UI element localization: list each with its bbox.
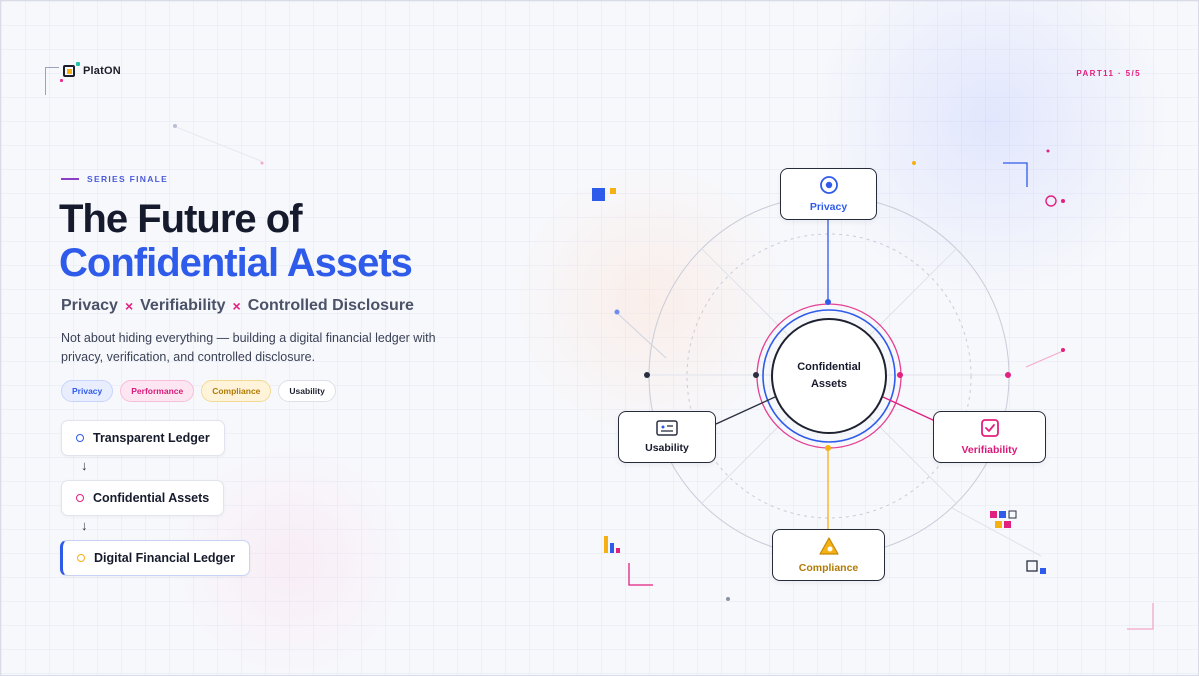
axis-dot-left xyxy=(644,372,650,378)
shield-warning-icon xyxy=(818,537,839,555)
brand-name: PlatON xyxy=(83,65,121,77)
privacy-joint xyxy=(825,299,831,305)
tagline-item: Controlled Disclosure xyxy=(247,297,414,314)
step-label: Transparent Ledger xyxy=(93,431,210,445)
tag-usability[interactable]: Usability xyxy=(278,380,336,402)
blue-ring xyxy=(762,309,896,443)
platon-logo-icon xyxy=(60,62,80,82)
node-compliance[interactable]: Compliance xyxy=(772,529,885,581)
tag-list: Privacy Performance Compliance Usability xyxy=(61,380,336,402)
deco-square-yellow xyxy=(610,188,616,194)
step-digital-financial-ledger[interactable]: Digital Financial Ledger xyxy=(60,540,250,576)
axis-dot-inner-left xyxy=(753,372,759,378)
node-verifiability[interactable]: Verifiability xyxy=(933,411,1046,463)
part-label: PART11 · 5/5 xyxy=(1076,69,1141,78)
tag-compliance[interactable]: Compliance xyxy=(201,380,272,402)
tagline-separator: × xyxy=(232,298,241,314)
corner-bracket-bottom xyxy=(1127,603,1154,630)
axis-dot-right xyxy=(1005,372,1011,378)
description: Not about hiding everything — building a… xyxy=(61,331,436,364)
tagline-item: Privacy xyxy=(61,297,118,314)
node-label: Compliance xyxy=(798,562,859,574)
id-card-icon xyxy=(656,420,678,436)
tagline-separator: × xyxy=(124,298,134,314)
step-dot-icon xyxy=(77,554,85,562)
node-usability[interactable]: Usability xyxy=(618,411,716,463)
step-dot-icon xyxy=(76,494,84,502)
eyebrow-text: SERIES FINALE xyxy=(87,174,169,184)
tag-performance[interactable]: Performance xyxy=(120,380,195,402)
target-icon xyxy=(819,176,838,194)
down-arrow-icon: ↓ xyxy=(81,458,88,473)
verifiability-connector xyxy=(882,396,936,422)
eyebrow: SERIES FINALE xyxy=(61,174,168,184)
checkbox-icon xyxy=(980,419,999,437)
tagline-item: Verifiability xyxy=(140,297,226,314)
step-dot-icon xyxy=(76,434,84,442)
deco-bars xyxy=(604,536,620,553)
tagline: Privacy × Verifiability × Controlled Dis… xyxy=(61,297,414,315)
corner-bracket-top xyxy=(1003,162,1028,187)
eyebrow-line xyxy=(61,178,79,180)
node-label: Usability xyxy=(645,442,689,454)
title-line-1: The Future of xyxy=(59,197,303,241)
step-label: Confidential Assets xyxy=(93,491,210,505)
deco-pixel-grid xyxy=(990,510,1017,528)
deco-square-blue xyxy=(592,188,605,201)
down-arrow-icon: ↓ xyxy=(81,518,88,533)
step-transparent-ledger[interactable]: Transparent Ledger xyxy=(61,420,225,456)
step-confidential-assets[interactable]: Confidential Assets xyxy=(61,480,225,516)
brand-corner-bracket xyxy=(45,67,59,95)
deco-ring xyxy=(1045,195,1057,207)
node-label: Verifiability xyxy=(961,444,1018,456)
node-privacy[interactable]: Privacy xyxy=(780,168,877,220)
center-node[interactable]: Confidential Assets xyxy=(771,318,887,434)
brand[interactable]: PlatON xyxy=(60,62,121,82)
corner-bracket-left xyxy=(628,563,653,586)
axis-dot-inner-right xyxy=(897,372,903,378)
usability-connector xyxy=(715,396,776,425)
compliance-joint xyxy=(825,445,831,451)
dashed-ring xyxy=(686,233,972,519)
step-label: Digital Financial Ledger xyxy=(94,551,235,565)
node-label: Privacy xyxy=(809,201,848,213)
tag-privacy[interactable]: Privacy xyxy=(61,380,114,402)
title-line-2: Confidential Assets xyxy=(59,241,413,285)
center-label: Confidential Assets xyxy=(797,361,861,390)
